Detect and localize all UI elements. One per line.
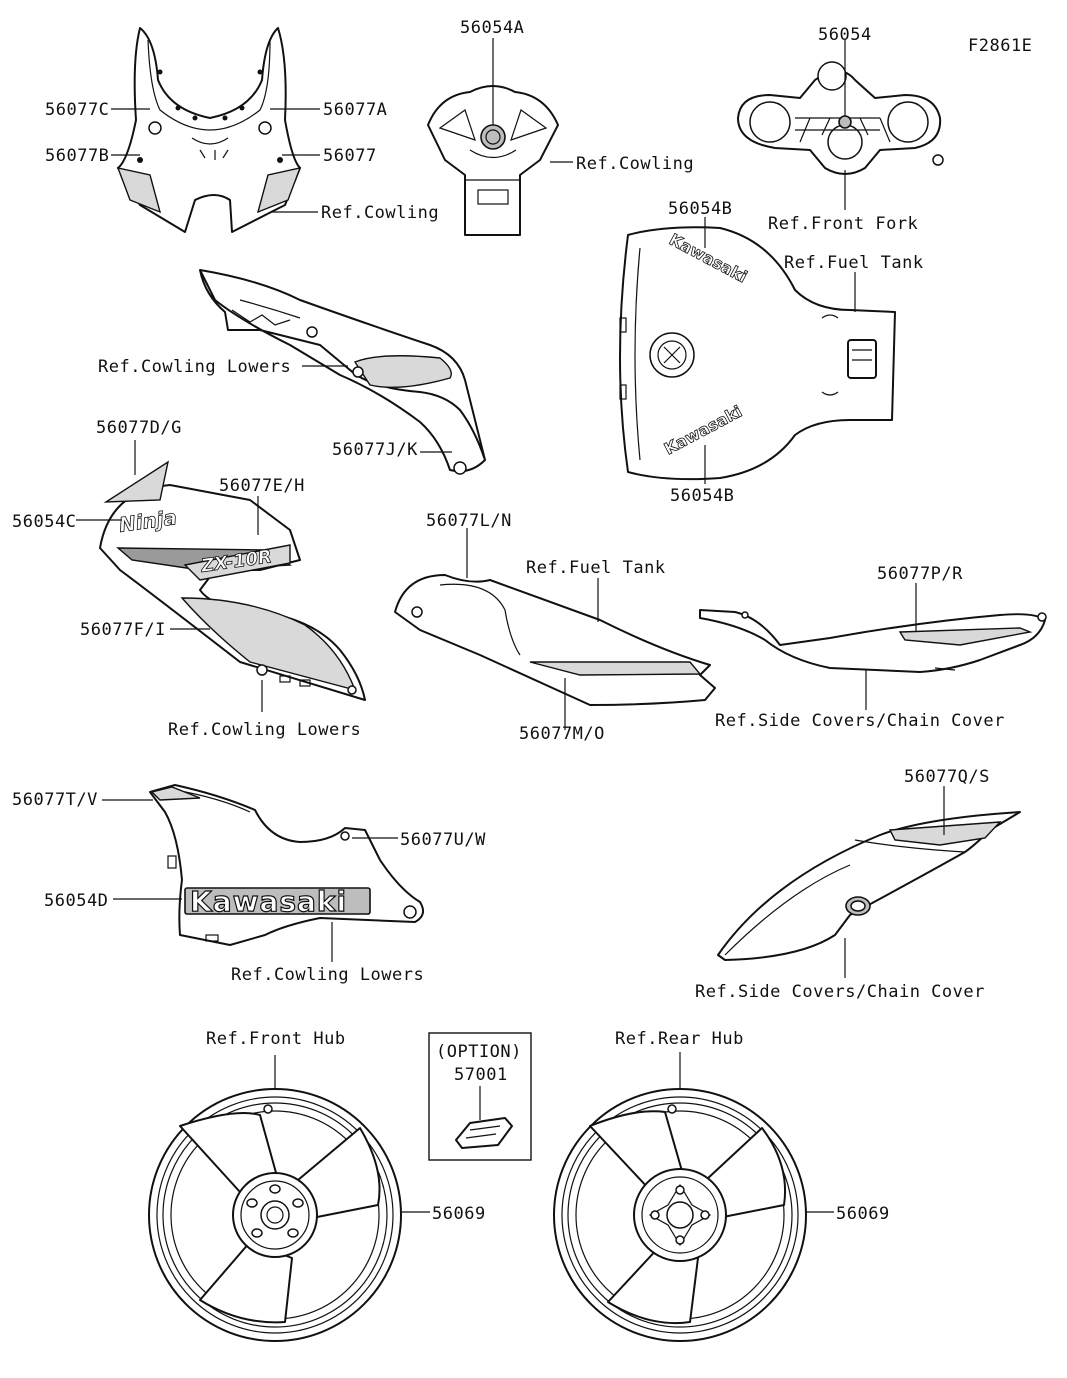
kawasaki-emblem-56054: [838, 115, 852, 129]
label-ref-cowling-lowers-1: Ref.Cowling Lowers: [98, 357, 291, 377]
fuel-tank: Kawasaki Kawasaki: [619, 226, 896, 481]
rear-side-cover: [717, 811, 1021, 961]
label-56077EH: 56077E/H: [219, 476, 305, 496]
kawasaki-emblem-56054A: [480, 124, 506, 150]
part-57001-clip: [455, 1117, 513, 1149]
label-56077MO: 56077M/O: [519, 724, 605, 744]
label-56069-front: 56069: [432, 1204, 486, 1224]
label-ref-fuel-tank-2: Ref.Fuel Tank: [526, 558, 666, 578]
kawasaki-logo-56054D: Kawasaki: [190, 885, 347, 918]
label-56054B-top: 56054B: [668, 199, 732, 219]
label-ref-cowling-lowers-2: Ref.Cowling Lowers: [168, 720, 361, 740]
label-ref-rear-hub: Ref.Rear Hub: [615, 1029, 744, 1049]
figure-code: F2861E: [968, 36, 1032, 56]
seat-cowl: [699, 609, 1047, 673]
label-56077: 56077: [323, 146, 377, 166]
decal-56077FI: [180, 597, 357, 692]
label-option: (OPTION): [436, 1042, 522, 1062]
label-56054B-bottom: 56054B: [670, 486, 734, 506]
label-56077A: 56077A: [323, 100, 387, 120]
label-ref-cowling-2: Ref.Cowling: [576, 154, 694, 174]
label-56077UW: 56077U/W: [400, 830, 486, 850]
label-ref-fuel-tank-1: Ref.Fuel Tank: [784, 253, 924, 273]
rear-wheel: [553, 1088, 807, 1342]
label-56077DG: 56077D/G: [96, 418, 182, 438]
option-box: (OPTION) 57001: [428, 1032, 532, 1161]
label-56054: 56054: [818, 25, 872, 45]
decal-56077MO: [529, 661, 702, 676]
label-56077JK: 56077J/K: [332, 440, 418, 460]
label-56077TV: 56077T/V: [12, 790, 98, 810]
lower-cowling: Kawasaki: [149, 784, 425, 946]
decal-56077PR: [898, 627, 1033, 646]
label-ref-side-covers-1: Ref.Side Covers/Chain Cover: [715, 711, 1005, 731]
side-fairing: Ninja ZX-10R: [99, 460, 366, 701]
label-ref-cowling-1: Ref.Cowling: [321, 203, 439, 223]
mirror-mount-right: [258, 121, 272, 135]
label-ref-front-fork: Ref.Front Fork: [768, 214, 918, 234]
fuel-pump-plate: [847, 339, 877, 379]
label-ref-side-covers-2: Ref.Side Covers/Chain Cover: [695, 982, 985, 1002]
inner-cowling: [199, 269, 486, 475]
label-56069-rear: 56069: [836, 1204, 890, 1224]
label-56077C: 56077C: [45, 100, 109, 120]
label-56054D: 56054D: [44, 891, 108, 911]
label-56077FI: 56077F/I: [80, 620, 166, 640]
label-57001: 57001: [454, 1065, 508, 1085]
label-56054A: 56054A: [460, 18, 524, 38]
front-cowl-assembly: [427, 85, 559, 236]
label-56077B: 56077B: [45, 146, 109, 166]
tank-side-cover: [394, 574, 716, 706]
label-ref-front-hub: Ref.Front Hub: [206, 1029, 346, 1049]
decal-56077QS: [888, 821, 1002, 846]
label-56077PR: 56077P/R: [877, 564, 963, 584]
label-56077LN: 56077L/N: [426, 511, 512, 531]
mirror-mount-left: [148, 121, 162, 135]
steering-stem-head: [737, 61, 944, 175]
upper-cowling: [116, 27, 302, 233]
label-56077QS: 56077Q/S: [904, 767, 990, 787]
front-wheel: [148, 1088, 402, 1342]
label-ref-cowling-lowers-3: Ref.Cowling Lowers: [231, 965, 424, 985]
label-56054C: 56054C: [12, 512, 76, 532]
decal-56077DG: [103, 460, 170, 503]
